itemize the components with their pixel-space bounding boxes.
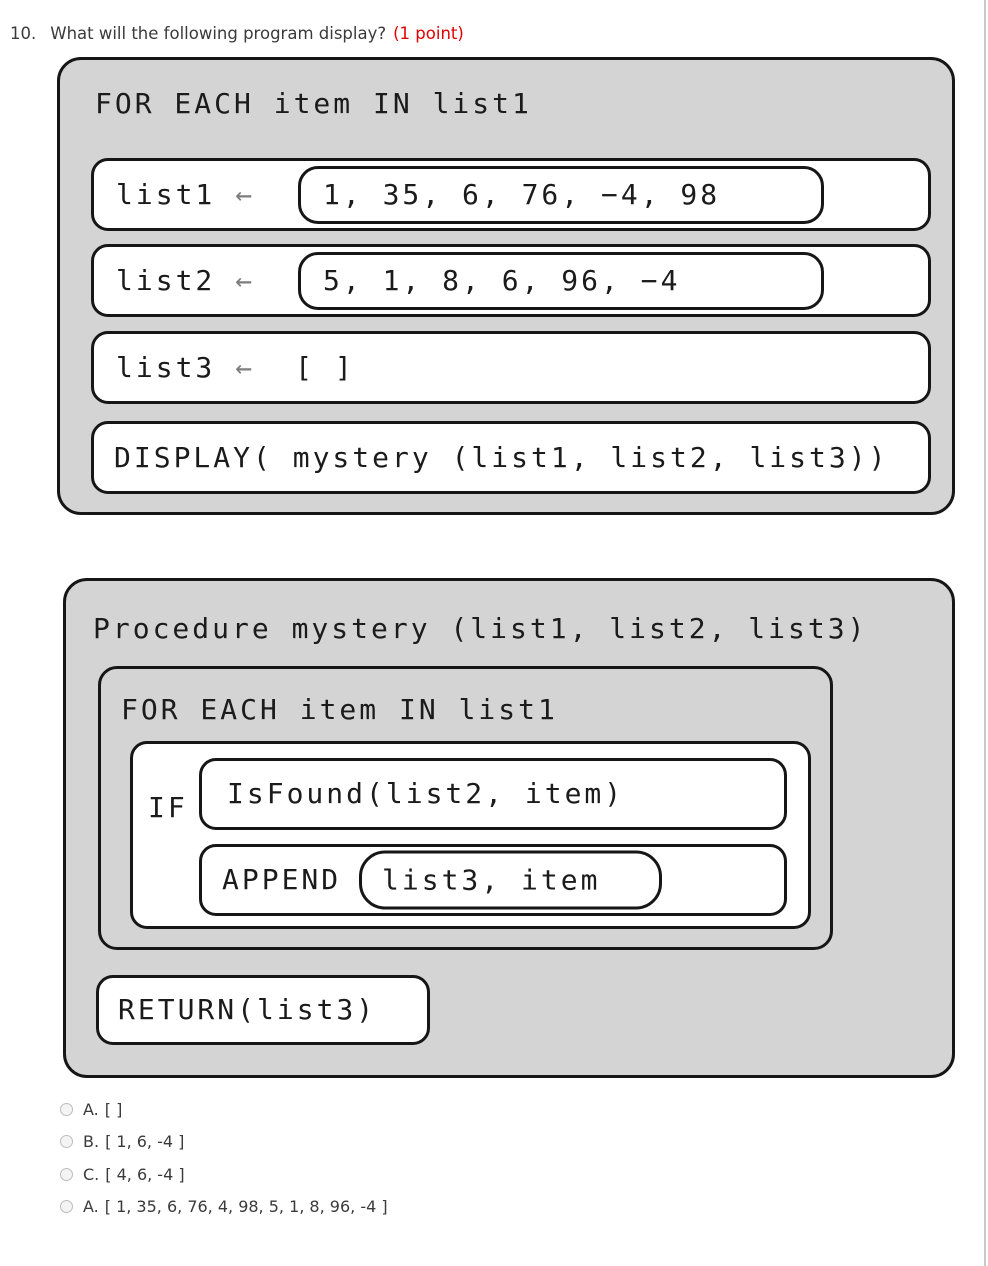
display-call-text: DISPLAY( mystery (list1, list2, list3)): [114, 440, 889, 474]
foreach-block: FOR EACH item IN list1 IF IsFound(list2,…: [98, 666, 833, 950]
foreach-text: FOR EACH item IN list1: [121, 693, 558, 726]
statement-list1-assignment: list1 ← 1, 35, 6, 76, −4, 98: [91, 158, 931, 231]
answer-option-row[interactable]: A. [ 1, 35, 6, 76, 4, 98, 5, 1, 8, 96, -…: [60, 1194, 388, 1220]
append-args-text: list3, item: [382, 863, 601, 896]
list2-value-box: 5, 1, 8, 6, 96, −4: [298, 251, 824, 310]
program-block: FOR EACH item IN list1 list1 ← 1, 35, 6,…: [57, 57, 955, 515]
statement-display-call: DISPLAY( mystery (list1, list2, list3)): [91, 421, 931, 494]
statement-list3-assignment: list3 ← [ ]: [91, 331, 931, 404]
if-condition-box: IsFound(list2, item): [199, 758, 787, 830]
option-letter: C.: [83, 1164, 100, 1184]
radio-button[interactable]: [60, 1135, 73, 1148]
answer-option-row[interactable]: B. [ 1, 6, -4 ]: [60, 1129, 388, 1155]
append-args-box: list3, item: [359, 850, 662, 910]
question-number: 10.: [10, 24, 37, 43]
append-statement-box: APPEND list3, item: [199, 844, 787, 916]
option-letter: B.: [83, 1132, 100, 1151]
if-keyword: IF: [148, 791, 188, 824]
question-points: (1 point): [393, 24, 464, 43]
list2-values: 5, 1, 8, 6, 96, −4: [323, 263, 681, 297]
list2-label: list2: [116, 263, 216, 297]
statement-list2-assignment: list2 ← 5, 1, 8, 6, 96, −4: [91, 244, 931, 317]
if-block: IF IsFound(list2, item) APPEND list3, it…: [130, 741, 811, 929]
answer-options: A. [ ] B. [ 1, 6, -4 ] C. [ 4, 6, -4 ] A…: [60, 1096, 388, 1226]
option-letter: A.: [83, 1099, 99, 1119]
answer-option-row[interactable]: C. [ 4, 6, -4 ]: [60, 1161, 388, 1187]
list1-label: list1: [116, 177, 216, 211]
option-value: [ ]: [104, 1099, 123, 1119]
return-statement-box: RETURN(list3): [96, 975, 430, 1045]
option-letter: A.: [83, 1197, 99, 1216]
list1-value-box: 1, 35, 6, 76, −4, 98: [298, 165, 824, 224]
assign-arrow-icon: ←: [235, 177, 256, 211]
answer-option-row[interactable]: A. [ ]: [60, 1096, 388, 1122]
procedure-header: Procedure mystery (list1, list2, list3): [93, 612, 868, 645]
append-keyword: APPEND: [222, 863, 342, 896]
procedure-block: Procedure mystery (list1, list2, list3) …: [63, 578, 955, 1078]
radio-button[interactable]: [60, 1102, 73, 1116]
question-text: What will the following program display?: [50, 24, 387, 43]
radio-button[interactable]: [60, 1167, 73, 1181]
program-block-header: FOR EACH item IN list1: [95, 87, 532, 120]
option-value: [ 1, 35, 6, 76, 4, 98, 5, 1, 8, 96, -4 ]: [104, 1197, 388, 1216]
if-condition-text: IsFound(list2, item): [227, 777, 625, 810]
list3-label: list3: [116, 350, 216, 384]
list1-values: 1, 35, 6, 76, −4, 98: [323, 177, 721, 211]
radio-button[interactable]: [60, 1200, 73, 1213]
assign-arrow-icon: ←: [235, 263, 256, 297]
question-header: 10. What will the following program disp…: [10, 24, 464, 43]
return-text: RETURN(list3): [118, 993, 377, 1026]
option-value: [ 4, 6, -4 ]: [105, 1164, 185, 1184]
option-value: [ 1, 6, -4 ]: [105, 1132, 185, 1151]
page-border-line: [984, 0, 986, 1266]
list3-values: [ ]: [295, 350, 355, 384]
assign-arrow-icon: ←: [235, 350, 256, 384]
